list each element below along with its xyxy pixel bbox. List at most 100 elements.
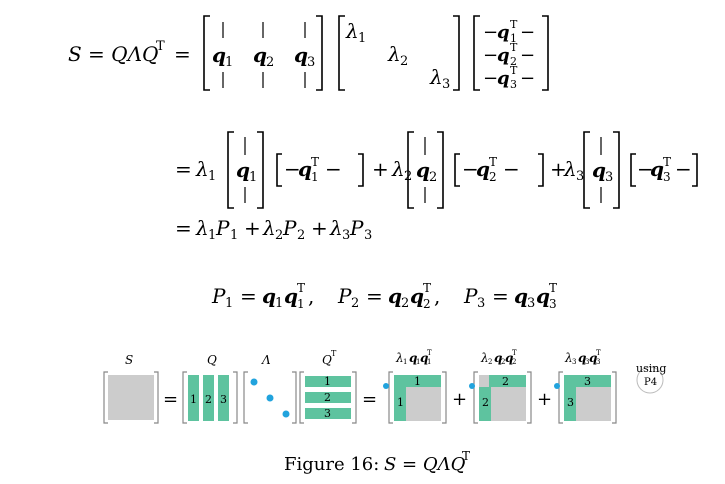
svg-text:−: − (483, 22, 498, 43)
equation-projection-defs: P 1 = q 1 q T 1 , P 2 = q 2 q T 2 , P 3 … (211, 281, 557, 311)
svg-text:,: , (308, 284, 314, 308)
svg-text:2: 2 (297, 228, 305, 243)
eq1-lhs-sup: T (156, 39, 165, 54)
svg-text:1: 1 (414, 375, 421, 388)
svg-text:q: q (497, 45, 510, 66)
svg-text:T: T (510, 41, 518, 54)
svg-text:P: P (215, 216, 230, 240)
svg-text:2: 2 (502, 375, 509, 388)
svg-text:q: q (388, 284, 402, 308)
svg-text:1: 1 (416, 358, 420, 366)
svg-text:q: q (592, 158, 606, 182)
qt-matrix-bracket (473, 15, 549, 91)
svg-text:T: T (427, 349, 432, 357)
svg-text:T: T (510, 64, 518, 77)
svg-text:q: q (650, 157, 664, 181)
svg-text:T: T (549, 281, 557, 295)
svg-text:q: q (416, 158, 430, 182)
figure-caption: Figure 16: S = QΛQ T (284, 449, 470, 475)
svg-text:λ: λ (195, 157, 209, 181)
svg-text:3: 3 (527, 296, 535, 311)
svg-text:1: 1 (230, 228, 238, 243)
svg-text:1: 1 (208, 169, 216, 184)
svg-text:=: = (492, 284, 509, 308)
q1-col-sub: 1 (225, 55, 233, 70)
svg-text:−: − (675, 157, 692, 181)
svg-text:q: q (236, 158, 250, 182)
svg-text:T: T (462, 449, 470, 463)
svg-text:=: = (175, 216, 192, 240)
svg-text:2: 2 (501, 358, 505, 366)
svg-text:1: 1 (190, 393, 197, 406)
svg-text:q: q (284, 284, 298, 308)
lambda-diagonal-dots (243, 371, 297, 424)
svg-text:2: 2 (324, 391, 331, 404)
q-matrix-block: 1 2 3 (182, 371, 238, 424)
svg-text:=: = (175, 157, 192, 181)
q-matrix-bracket (203, 15, 323, 91)
svg-text:T: T (510, 18, 518, 31)
q1-col: q (212, 43, 226, 67)
svg-text:3: 3 (605, 170, 613, 185)
qt-rows: − q T 1 − − q T 2 − − q T 3 − (483, 18, 535, 91)
header-s: S (125, 353, 133, 367)
svg-text:using: using (636, 362, 666, 375)
svg-text:+: + (452, 389, 467, 410)
svg-text:=: = (163, 389, 178, 410)
svg-text:q: q (410, 284, 424, 308)
svg-text:3: 3 (663, 170, 671, 184)
svg-text:=: = (240, 284, 257, 308)
svg-text:2: 2 (275, 228, 283, 243)
svg-text:+: + (372, 157, 389, 181)
svg-text:−: − (520, 22, 535, 43)
svg-text:q: q (262, 284, 276, 308)
svg-text:3: 3 (596, 358, 600, 366)
svg-text:1: 1 (225, 296, 233, 311)
header-lambda: Λ (261, 353, 271, 367)
svg-text:2: 2 (423, 297, 431, 311)
term3-block: 3 3 (554, 371, 617, 424)
svg-text:3: 3 (567, 396, 574, 409)
svg-text:1: 1 (403, 358, 407, 366)
svg-text:−: − (520, 45, 535, 66)
svg-text:q: q (298, 157, 312, 181)
svg-text:λ: λ (262, 216, 276, 240)
svg-text:λ: λ (329, 216, 343, 240)
qt-matrix-block: 1 2 3 (299, 371, 357, 424)
svg-text:1: 1 (324, 375, 331, 388)
svg-text:2: 2 (482, 396, 489, 409)
svg-text:q: q (476, 157, 490, 181)
svg-text:−: − (325, 157, 342, 181)
svg-text:λ: λ (563, 157, 577, 181)
svg-text:T: T (663, 155, 671, 169)
svg-text:P: P (337, 284, 352, 308)
svg-text:1: 1 (208, 228, 216, 243)
svg-text:T: T (512, 349, 517, 357)
svg-text:λ: λ (195, 216, 209, 240)
svg-text:3: 3 (220, 393, 227, 406)
term2-block: 2 2 (469, 371, 532, 424)
svg-text:1: 1 (427, 358, 431, 366)
equation-projection-sum: = λ 1 P 1 + λ 2 P 2 + λ 3 P 3 (175, 216, 372, 243)
svg-text:1: 1 (397, 396, 404, 409)
q3-col-sub: 3 (307, 55, 315, 70)
svg-text:T: T (489, 155, 497, 169)
svg-text:1: 1 (249, 170, 257, 185)
svg-text:T: T (297, 281, 305, 295)
svg-text:q: q (420, 351, 428, 365)
svg-text:2: 2 (429, 170, 437, 185)
svg-text:−: − (483, 45, 498, 66)
svg-text:−: − (483, 68, 498, 89)
svg-text:−: − (462, 157, 479, 181)
using-p4-badge: using P4 (636, 362, 666, 394)
equation-outer-product-sum: = λ 1 q 1 − q T 1 − + λ 2 q 2 − (175, 131, 698, 209)
eq1-lhs: S = QΛQ (68, 42, 158, 66)
header-qt: Q (322, 353, 332, 367)
svg-text:T: T (596, 349, 601, 357)
svg-text:T: T (331, 349, 337, 358)
svg-text:λ: λ (391, 157, 405, 181)
q3-col: q (294, 43, 308, 67)
svg-text:3: 3 (576, 169, 584, 184)
decomposition-diagram: S Q Λ Q T λ 1 q 1 q T 1 λ 2 q 2 q T 2 λ … (103, 349, 666, 424)
